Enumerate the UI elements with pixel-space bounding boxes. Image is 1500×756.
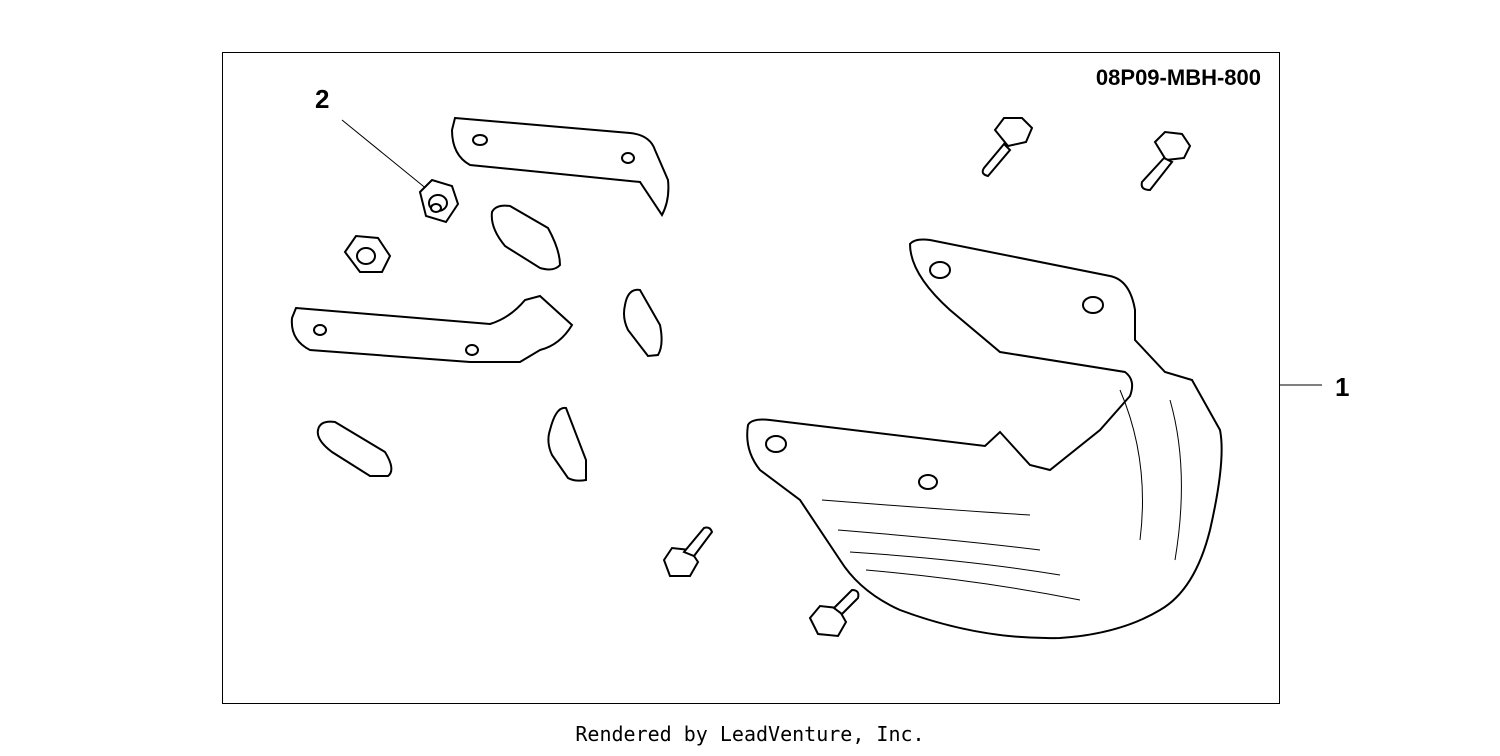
lower-bracket [290, 294, 574, 363]
rubber-pad [316, 420, 393, 477]
rubber-pad [623, 288, 663, 358]
part-number: 08P09-MBH-800 [1095, 65, 1261, 90]
rubber-pad [490, 204, 562, 271]
leader-line-2 [341, 119, 429, 191]
nut-2 [418, 178, 460, 224]
callout-label-1: 1 [1335, 372, 1350, 402]
upper-bracket [450, 116, 670, 217]
rubber-pad [547, 406, 587, 482]
callout-label-2: 2 [315, 84, 330, 114]
footer-credit: Rendered by LeadVenture, Inc. [575, 722, 925, 746]
bolt [662, 526, 714, 577]
mudguard-1 [746, 238, 1223, 640]
bolt [808, 588, 860, 638]
bolt [981, 117, 1034, 178]
diagram-frame: 08P09-MBH-800 [222, 52, 1280, 704]
bolt [1140, 130, 1192, 192]
nut [343, 234, 392, 273]
